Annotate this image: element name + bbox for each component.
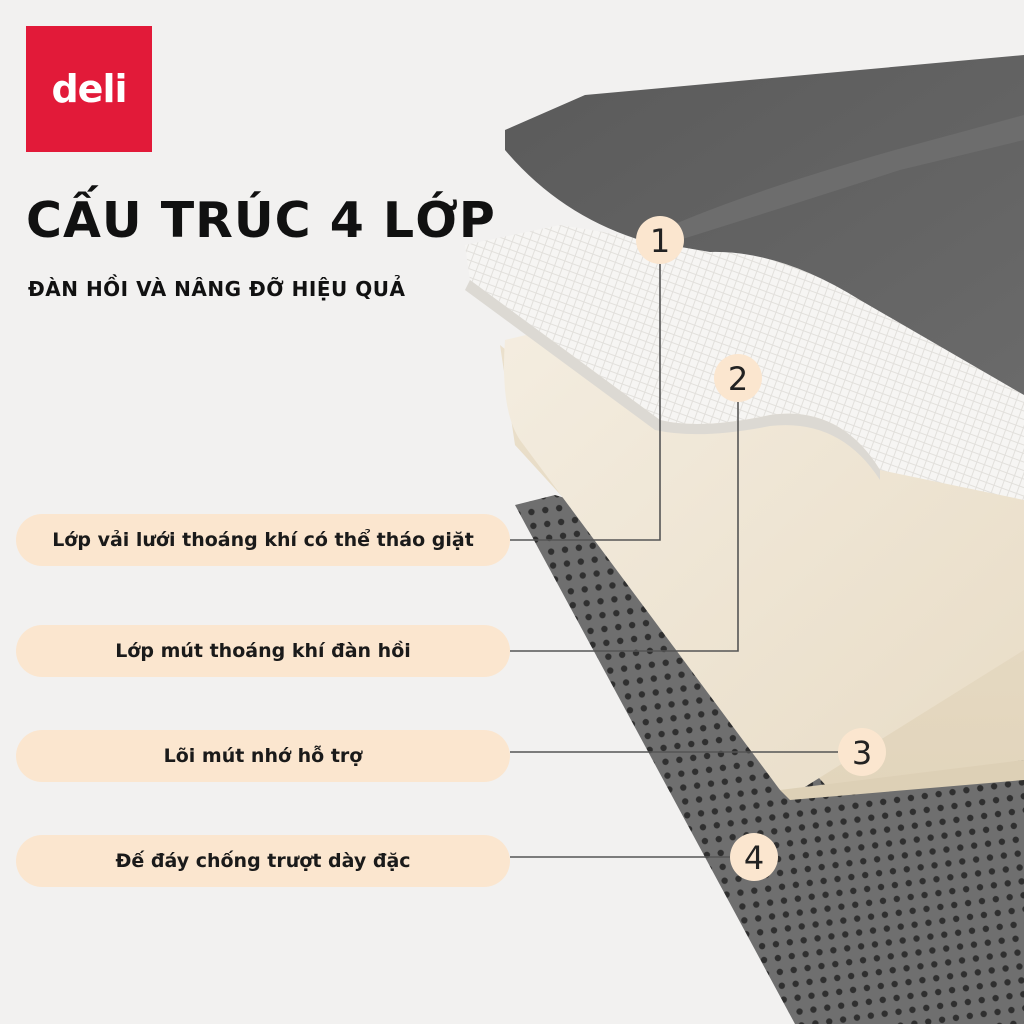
badge-2: 2 — [714, 354, 762, 402]
layer-3-label: Lõi mút nhớ hỗ trợ — [16, 730, 510, 782]
top-cover-layer — [505, 55, 1024, 395]
badge-2-number: 2 — [728, 360, 748, 398]
leader-line-2 — [510, 402, 739, 652]
badge-1: 1 — [636, 216, 684, 264]
page-title: CẤU TRÚC 4 LỚP — [26, 192, 496, 249]
leader-line-1 — [510, 258, 661, 541]
badge-1-number: 1 — [650, 222, 670, 260]
layer-1-label: Lớp vải lưới thoáng khí có thể tháo giặt — [16, 514, 510, 566]
layer-4-label: Đế đáy chống trượt dày đặc — [16, 835, 510, 887]
deli-logo: deli — [26, 26, 152, 152]
badge-3: 3 — [838, 728, 886, 776]
badge-4: 4 — [730, 833, 778, 881]
badge-3-number: 3 — [852, 734, 872, 772]
layer-2-label: Lớp mút thoáng khí đàn hồi — [16, 625, 510, 677]
badge-4-number: 4 — [744, 839, 764, 877]
page-subtitle: ĐÀN HỒI VÀ NÂNG ĐỠ HIỆU QUẢ — [28, 277, 406, 301]
